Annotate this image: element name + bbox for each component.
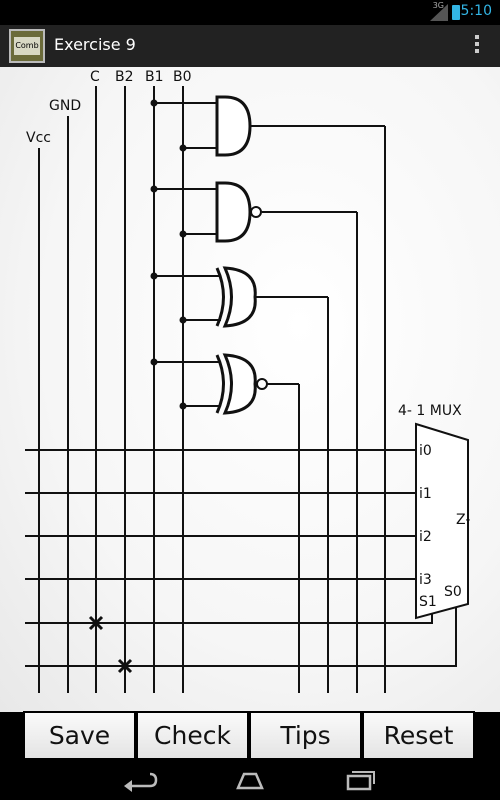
mux-s0-label: S0 [444,584,462,600]
circuit-diagram[interactable]: Vcc GND C B2 B1 B0 4- 1 MUX i0 i1 i2 i3 … [0,67,500,712]
check-button[interactable]: Check [136,711,249,760]
status-time: 5:10 [460,3,492,19]
mux-block[interactable] [415,422,469,620]
mux-title: 4- 1 MUX [398,403,462,419]
app-icon-label: Comb [14,37,40,55]
mux-i0-label: i0 [419,443,432,459]
xnor-gate[interactable] [215,353,268,415]
mux-z-label: Z- [456,512,470,528]
connection-markers[interactable] [88,615,133,674]
mux-s1-wire[interactable] [25,608,433,624]
status-bar: 3G 5:10 [0,0,500,25]
save-button[interactable]: Save [23,711,136,760]
junction-dots [150,99,187,410]
reset-button[interactable]: Reset [362,711,475,760]
gnd-label: GND [49,98,81,114]
navigation-bar [0,760,500,800]
xor-gate[interactable] [215,266,257,328]
b0-label: B0 [173,69,192,85]
network-type: 3G [432,1,444,10]
button-bar: Save Check Tips Reset [23,711,475,760]
nand-gate[interactable] [215,181,262,243]
action-bar: Comb Exercise 9 [0,25,500,68]
mux-s0-wire[interactable] [25,598,457,667]
page-title: Exercise 9 [54,35,136,54]
b2-label: B2 [115,69,134,85]
circuit-canvas[interactable]: Vcc GND C B2 B1 B0 4- 1 MUX i0 i1 i2 i3 … [0,67,500,712]
battery-icon [452,5,460,20]
home-icon[interactable] [230,768,270,792]
signal-icon [430,4,448,21]
and-gate[interactable] [215,95,252,157]
app-icon[interactable]: Comb [9,29,45,63]
tips-button[interactable]: Tips [249,711,362,760]
mux-i1-label: i1 [419,486,432,502]
b1-label: B1 [145,69,164,85]
mux-i2-label: i2 [419,529,432,545]
back-icon[interactable] [120,768,160,792]
vcc-label: Vcc [26,130,51,146]
mux-i3-label: i3 [419,572,432,588]
overflow-menu-icon[interactable] [474,35,480,57]
mux-s1-label: S1 [419,594,437,610]
c-label: C [90,69,100,85]
recent-apps-icon[interactable] [340,768,380,792]
